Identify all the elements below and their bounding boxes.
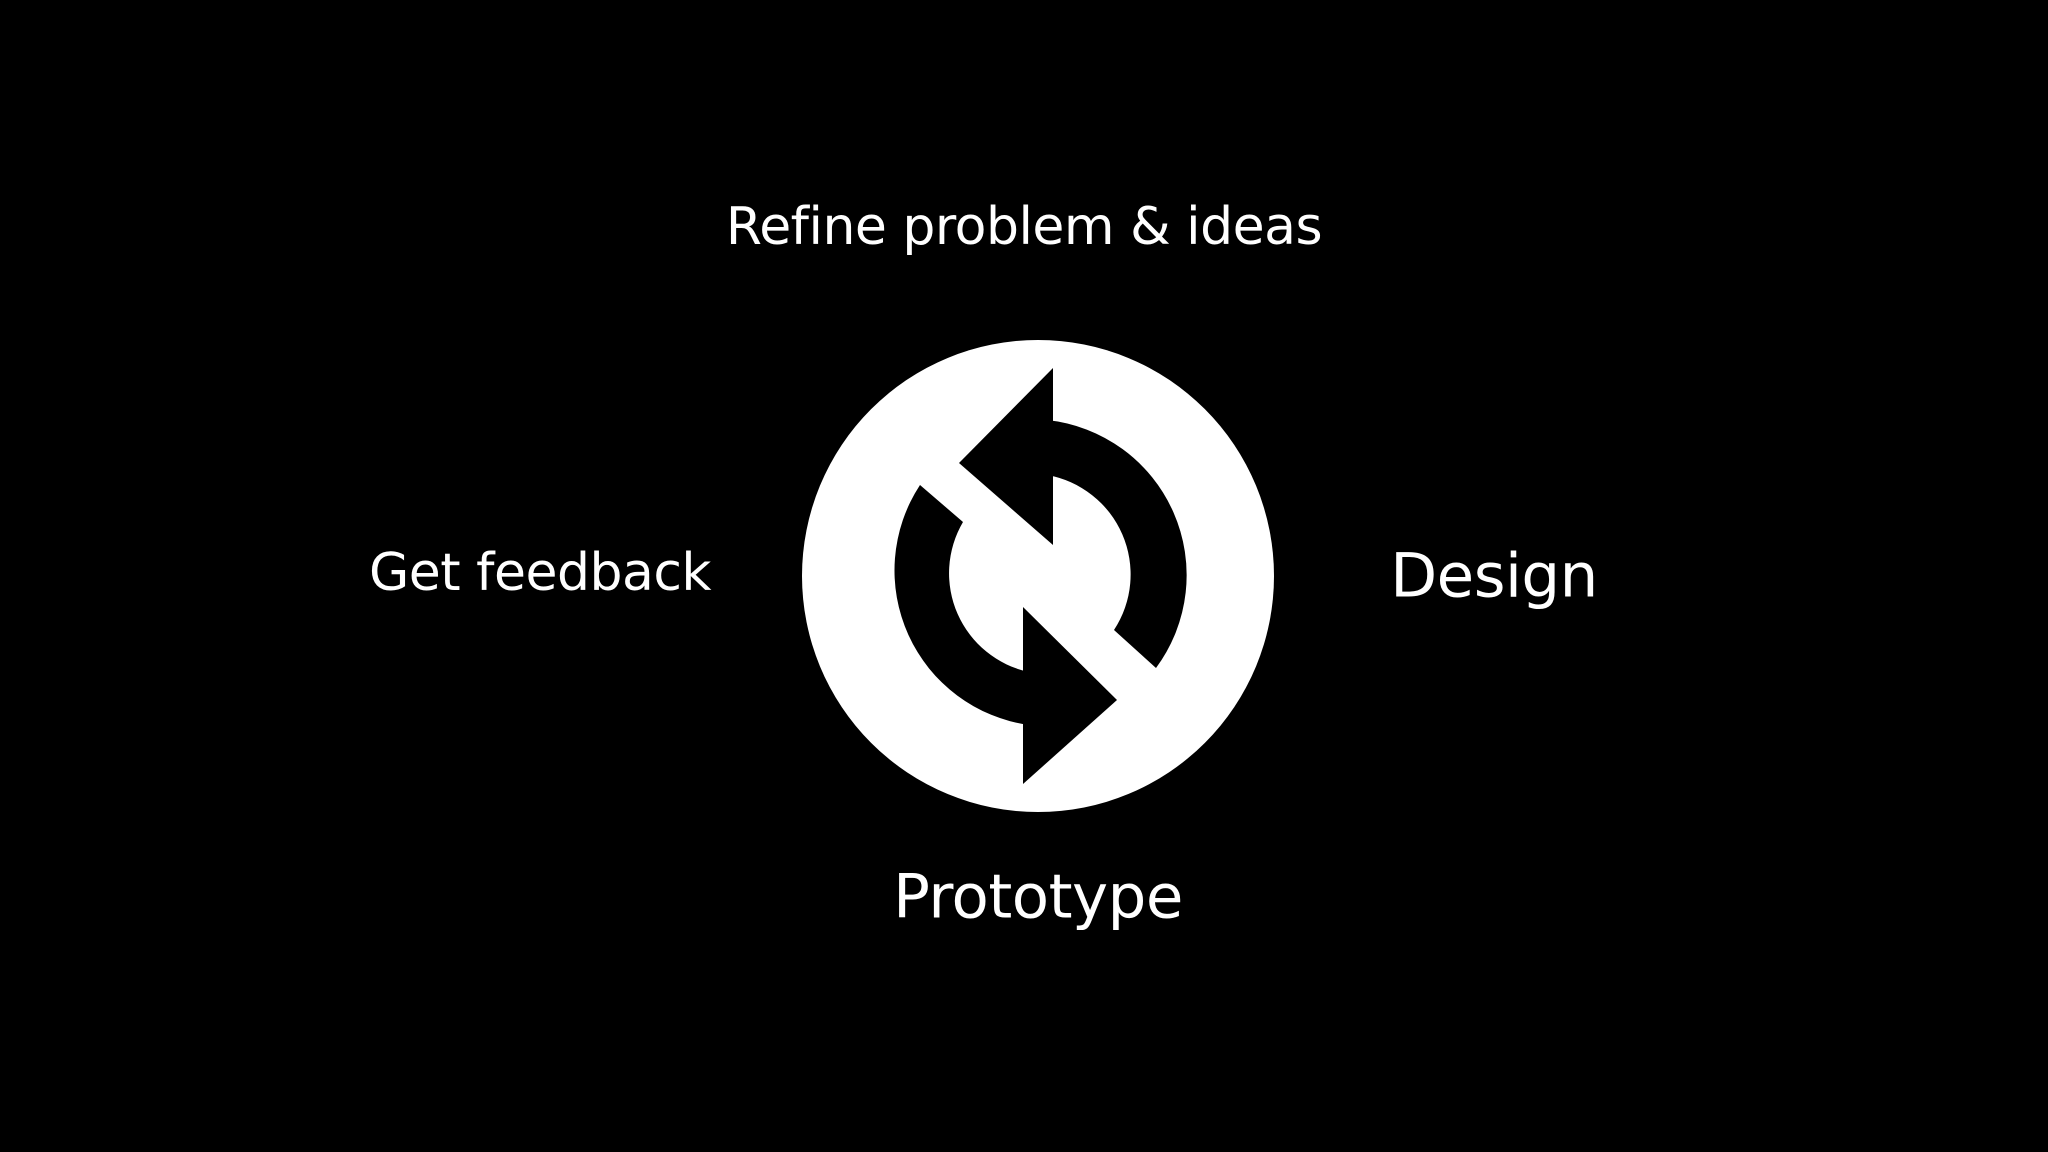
step-design-label: Design <box>1390 540 1598 612</box>
step-refine-label: Refine problem & ideas <box>725 197 1323 257</box>
refresh-cycle-icon <box>802 340 1274 812</box>
step-get-feedback-label: Get feedback <box>368 543 712 603</box>
cycle-arrow-lower-head <box>1023 607 1117 784</box>
step-prototype-label: Prototype <box>893 861 1183 933</box>
icon-circle-background <box>802 340 1274 812</box>
cycle-arrow-upper-arc <box>1047 420 1187 668</box>
cycle-arrow-lower-arc <box>894 485 1029 725</box>
cycle-arrow-upper-head <box>959 368 1053 545</box>
